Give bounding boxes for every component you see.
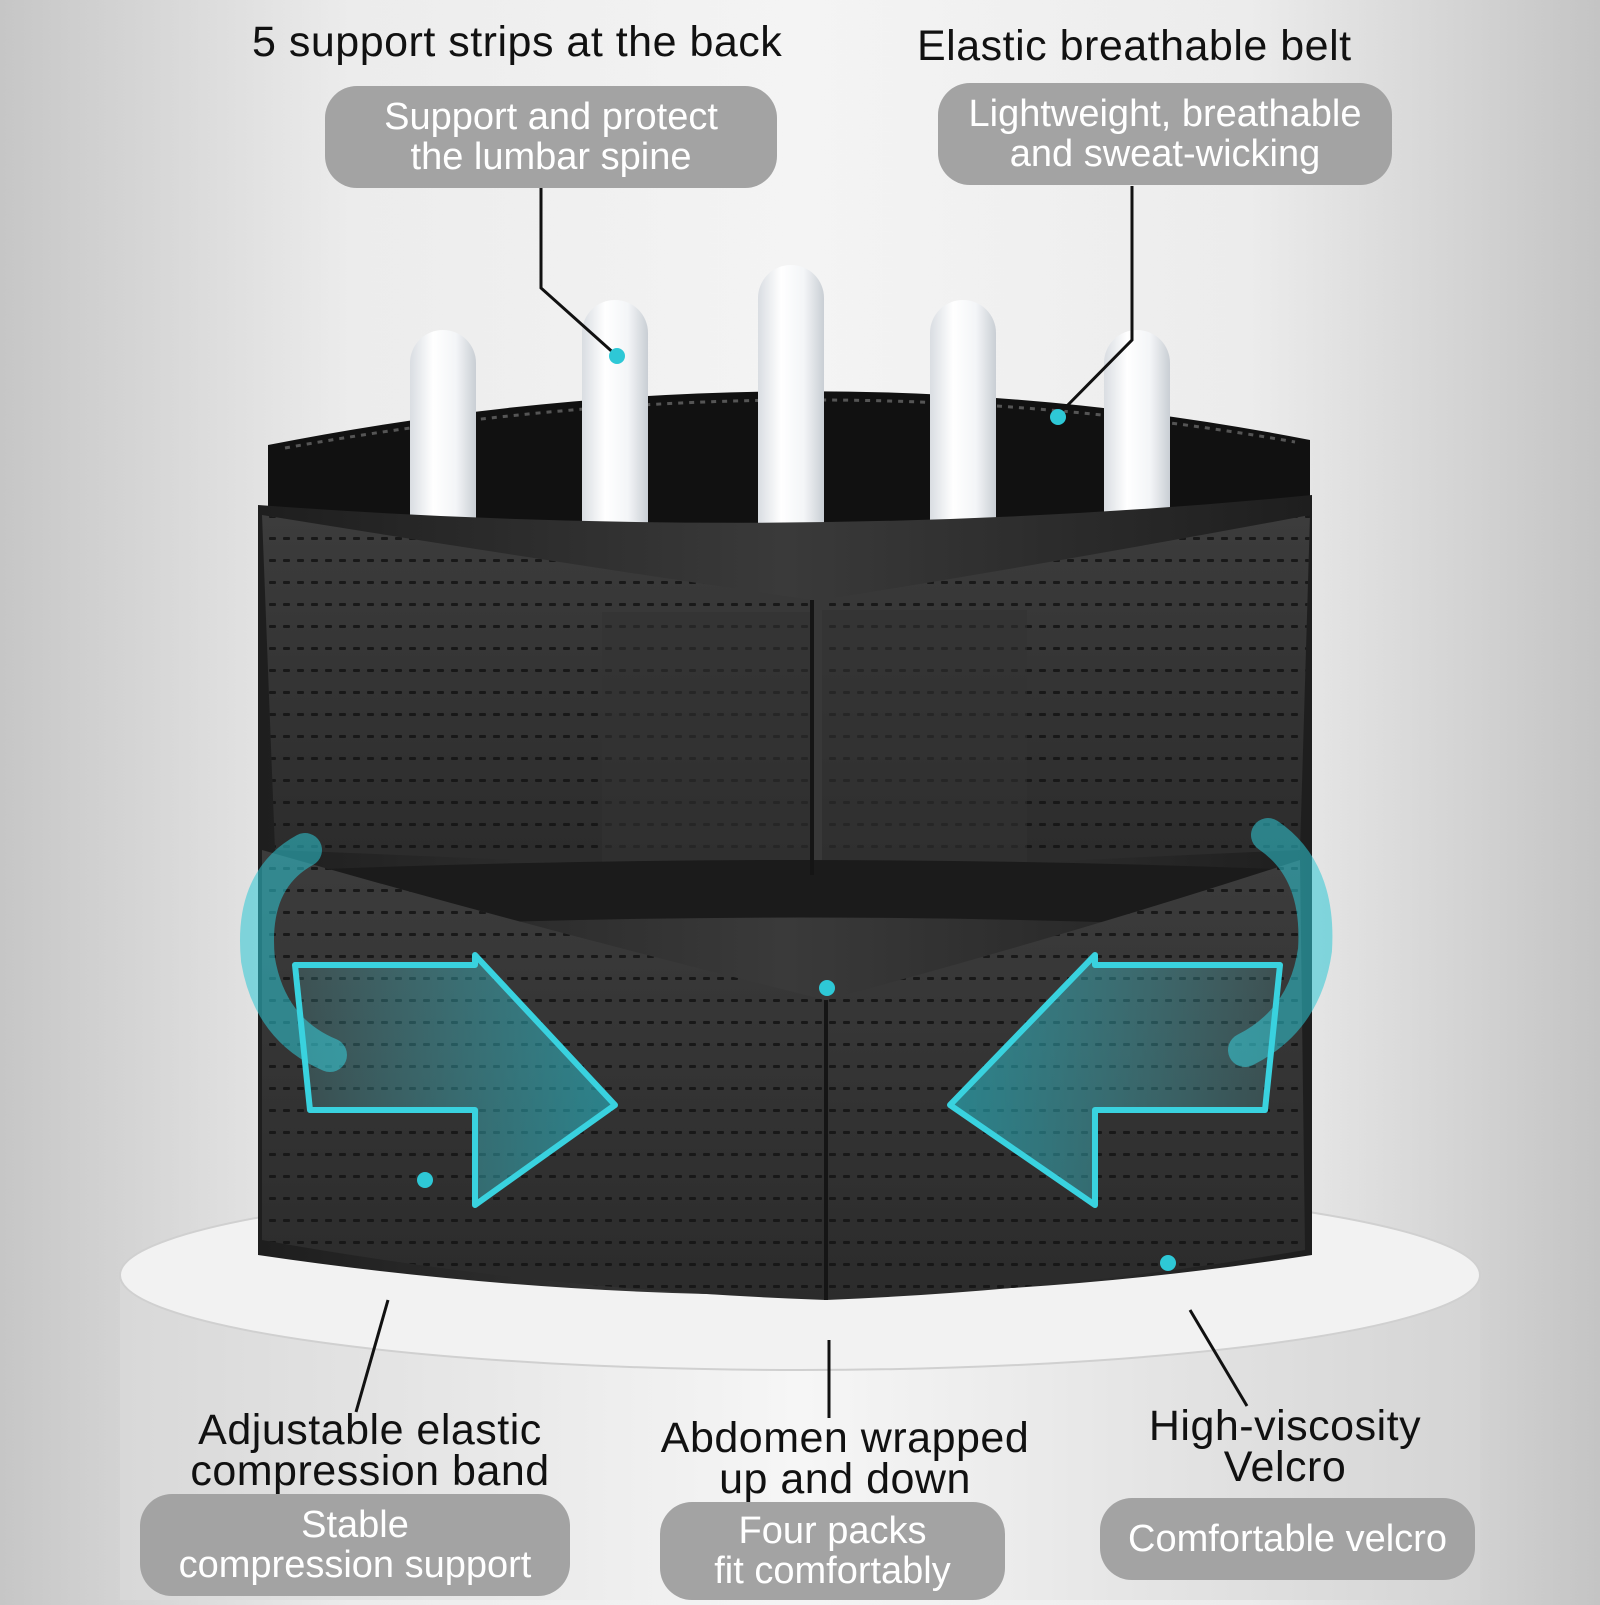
callout-dot-icon — [609, 348, 625, 364]
belt-body — [258, 495, 1312, 1300]
callout-dots — [417, 348, 1176, 1271]
compression-band-detail: Stable compression support — [140, 1494, 570, 1596]
abdomen-wrap-title: Abdomen wrapped up and down — [660, 1414, 1030, 1503]
rotation-arrow-icon — [1228, 818, 1333, 1067]
breathable-belt-detail: Lightweight, breathable and sweat-wickin… — [938, 83, 1392, 185]
compression-arrow-left-icon — [947, 952, 1283, 1208]
support-strip-icon — [758, 265, 824, 575]
support-strip-icon — [930, 300, 996, 570]
callout-dot-icon — [417, 1172, 433, 1188]
compression-band-title: Adjustable elastic compression band — [190, 1406, 550, 1495]
compression-arrow-right-icon — [292, 952, 618, 1208]
support-strips-detail: Support and protect the lumbar spine — [325, 86, 777, 188]
velcro-title: High-viscosity Velcro — [1148, 1402, 1422, 1491]
abdomen-wrap-detail: Four packs fit comfortably — [660, 1502, 1005, 1600]
callout-dot-icon — [1050, 409, 1066, 425]
callout-dot-icon — [819, 980, 835, 996]
support-strip-icon — [1104, 330, 1170, 560]
callout-dot-icon — [1160, 1255, 1176, 1271]
rotation-arrow-icon — [240, 833, 347, 1072]
support-strips — [410, 265, 1170, 575]
callout-lines — [354, 186, 1249, 1418]
support-strip-icon — [410, 330, 476, 560]
velcro-detail: Comfortable velcro — [1100, 1498, 1475, 1580]
support-strips-title: 5 support strips at the back — [252, 18, 783, 66]
breathable-belt-title: Elastic breathable belt — [917, 22, 1352, 70]
support-strip-icon — [582, 300, 648, 570]
